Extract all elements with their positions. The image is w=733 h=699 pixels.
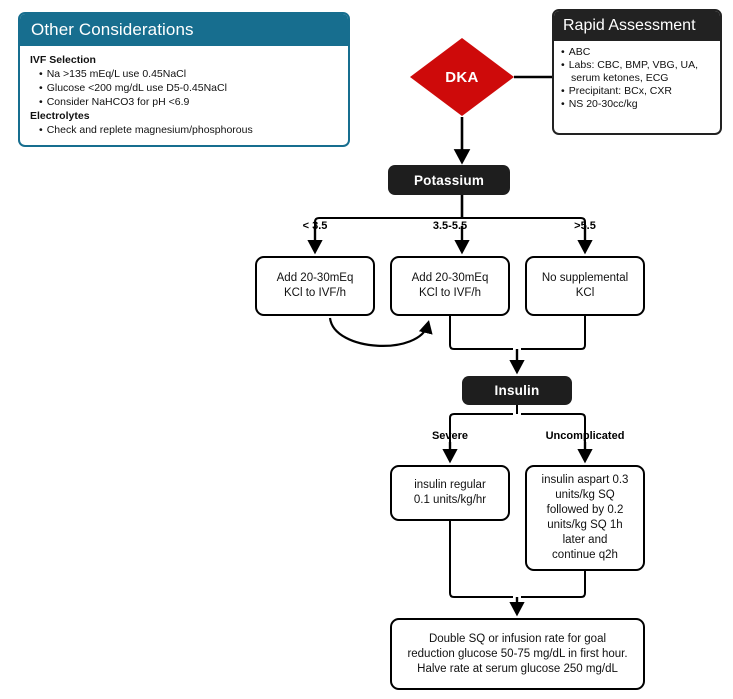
potassium-high-action-box: No supplemental KCl [525, 256, 645, 316]
branch-label-potassium-normal: 3.5-5.5 [432, 220, 468, 232]
dka-start-node: DKA [410, 38, 514, 116]
ra-bullet-4: NS 20-30cc/kg [561, 98, 713, 111]
branch-label-potassium-high: >5.5 [574, 220, 596, 232]
oc-bullet-ivf-3: Consider NaHCO3 for pH <6.9 [30, 95, 338, 109]
branch-label-uncomplicated: Uncomplicated [545, 430, 625, 442]
insulin-uncomp-line4: units/kg SQ 1h [547, 519, 623, 531]
k-normal-line1: Add 20-30mEq [411, 272, 489, 284]
titration-line1: Double SQ or infusion rate for goal [428, 632, 607, 645]
rapid-assessment-panel: Rapid Assessment ABC Labs: CBC, BMP, VBG… [552, 9, 722, 135]
potassium-low-action-box: Add 20-30mEq KCl to IVF/h [255, 256, 375, 316]
other-considerations-panel: Other Considerations IVF Selection Na >1… [18, 12, 350, 147]
insulin-uncomplicated-action-box: insulin aspart 0.3 units/kg SQ followed … [525, 465, 645, 571]
k-normal-line2: KCl to IVF/h [419, 287, 481, 299]
insulin-severe-line1: insulin regular [414, 479, 486, 491]
ra-bullet-1: ABC [561, 46, 713, 59]
insulin-uncomp-line6: continue q2h [552, 549, 618, 561]
potassium-node: Potassium [388, 165, 510, 195]
oc-bullet-ivf-1: Na >135 mEq/L use 0.45NaCl [30, 67, 338, 81]
insulin-node: Insulin [462, 376, 572, 405]
insulin-uncomp-line3: followed by 0.2 [546, 504, 624, 516]
k-low-line1: Add 20-30mEq [276, 272, 354, 284]
rapid-assessment-body: ABC Labs: CBC, BMP, VBG, UA, serum keton… [554, 41, 720, 111]
other-considerations-header: Other Considerations [20, 14, 348, 46]
k-high-line2: KCl [575, 287, 595, 299]
potassium-normal-action-box: Add 20-30mEq KCl to IVF/h [390, 256, 510, 316]
insulin-severe-action-box: insulin regular 0.1 units/kg/hr [390, 465, 510, 521]
insulin-uncomp-line5: later and [562, 534, 608, 546]
ra-bullet-3: Precipitant: BCx, CXR [561, 85, 713, 98]
insulin-uncomp-line1: insulin aspart 0.3 [541, 474, 629, 486]
oc-bullet-ivf-2: Glucose <200 mg/dL use D5-0.45NaCl [30, 81, 338, 95]
titration-line2: reduction glucose 50-75 mg/dL in first h… [407, 647, 628, 660]
k-low-line2: KCl to IVF/h [284, 287, 346, 299]
dka-label: DKA [445, 68, 479, 86]
k-high-line1: No supplemental [541, 272, 629, 284]
oc-group-title-electrolytes: Electrolytes [30, 110, 90, 122]
insulin-uncomp-line2: units/kg SQ [555, 489, 615, 501]
rapid-assessment-header: Rapid Assessment [554, 11, 720, 41]
oc-bullet-electrolytes-1: Check and replete magnesium/phosphorous [30, 123, 338, 137]
ra-bullet-2: Labs: CBC, BMP, VBG, UA, serum ketones, … [561, 59, 713, 85]
oc-group-title-ivf: IVF Selection [30, 54, 96, 66]
titration-line3: Halve rate at serum glucose 250 mg/dL [417, 662, 618, 675]
titration-box: Double SQ or infusion rate for goal redu… [390, 618, 645, 690]
insulin-severe-line2: 0.1 units/kg/hr [413, 494, 487, 506]
branch-label-potassium-low: < 3.5 [302, 220, 328, 232]
other-considerations-body: IVF Selection Na >135 mEq/L use 0.45NaCl… [20, 46, 348, 137]
branch-label-severe: Severe [431, 430, 469, 442]
